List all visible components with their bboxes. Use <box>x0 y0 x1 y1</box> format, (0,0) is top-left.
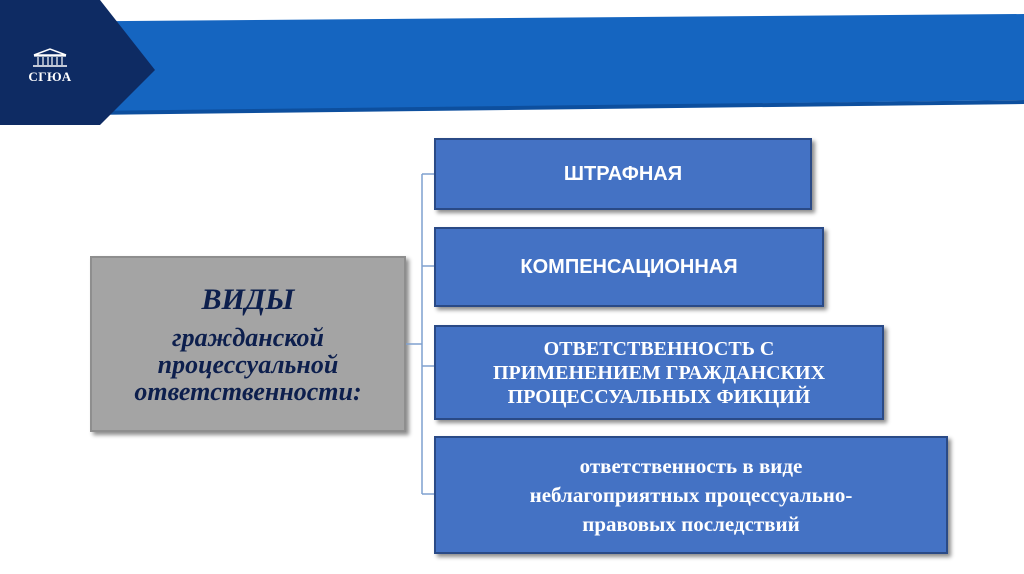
main-category-box: ВИДЫ гражданской процессуальной ответств… <box>90 256 406 432</box>
main-subtitle-line: процессуальной <box>157 349 339 379</box>
main-subtitle: гражданской процессуальной ответственнос… <box>134 324 361 405</box>
type-label: КОМПЕНСАЦИОННАЯ <box>520 255 738 278</box>
building-columns-icon <box>33 48 67 67</box>
main-title: ВИДЫ <box>201 282 295 316</box>
blue-stripe <box>0 14 1024 113</box>
header-banner <box>0 0 1024 130</box>
type-box-penalty: ШТРАФНАЯ <box>434 138 812 210</box>
bracket-connector <box>406 173 436 495</box>
main-subtitle-line: ответственности: <box>134 376 362 406</box>
type-label-line: ПРИМЕНЕНИЕМ ГРАЖДАНСКИХ <box>492 361 826 384</box>
main-subtitle-line: гражданской <box>172 322 324 352</box>
type-label-line: ОТВЕТСТВЕННОСТЬ С <box>543 337 775 360</box>
type-label: ШТРАФНАЯ <box>563 162 683 185</box>
logo-shield <box>0 0 155 125</box>
type-label-line: правовых последствий <box>582 511 800 536</box>
type-box-consequences: ответственность в виде неблагоприятных п… <box>434 436 948 554</box>
type-box-fictions: ОТВЕТСТВЕННОСТЬ С ПРИМЕНЕНИЕМ ГРАЖДАНСКИ… <box>434 325 884 420</box>
stripe-shadow <box>0 100 1024 116</box>
type-label-line: ответственность в виде <box>579 453 803 478</box>
type-box-compensatory: КОМПЕНСАЦИОННАЯ <box>434 227 824 307</box>
type-label-line: ПРОЦЕССУАЛЬНЫХ ФИКЦИЙ <box>507 385 811 408</box>
type-label-line: неблагоприятных процессуально- <box>529 482 853 507</box>
header-background <box>0 0 1024 125</box>
logo[interactable]: СГЮА <box>18 48 82 96</box>
logo-text: СГЮА <box>28 69 72 84</box>
